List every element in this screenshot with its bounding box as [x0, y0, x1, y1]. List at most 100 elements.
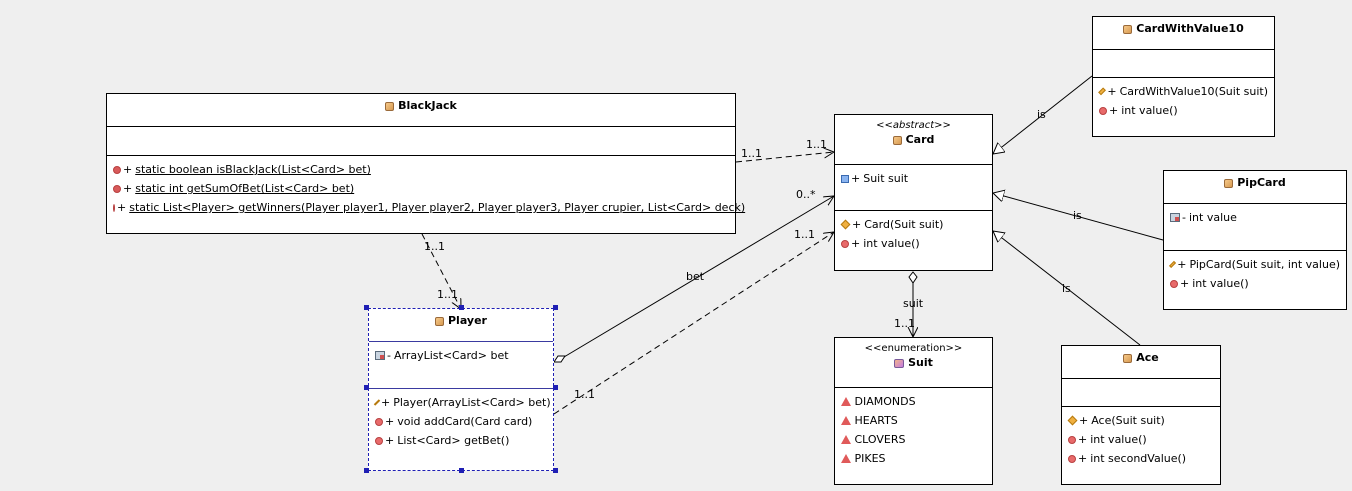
selection-handle[interactable] [364, 468, 369, 473]
enum-literal: DIAMONDS [854, 395, 916, 408]
method-signature: int secondValue() [1090, 452, 1187, 465]
enum-literal: PIKES [854, 452, 886, 465]
label-bj-card-dst: 1..1 [806, 138, 827, 151]
constructor-icon [1067, 415, 1078, 426]
aggregation-diamond [553, 355, 566, 363]
method-row[interactable]: +void addCard(Card card) [375, 412, 547, 431]
method-row[interactable]: +int value() [841, 234, 986, 253]
enum-literal-row[interactable]: CLOVERS [841, 430, 986, 449]
enum-literal-row[interactable]: HEARTS [841, 411, 986, 430]
edge-pipcard-card[interactable] [993, 193, 1164, 241]
class-player[interactable]: Player -ArrayList<Card> bet +Player(Arra… [368, 308, 554, 471]
private-field-icon [375, 351, 385, 360]
constructor-row[interactable]: +PipCard(Suit suit, int value) [1169, 255, 1340, 274]
class-cardwithvalue10[interactable]: CardWithValue10 +CardWithValue10(Suit su… [1092, 16, 1275, 137]
constructor-icon [373, 399, 381, 406]
enum-literal-row[interactable]: PIKES [841, 449, 986, 468]
constructor-signature: CardWithValue10(Suit suit) [1119, 85, 1268, 98]
constructor-row[interactable]: +Ace(Suit suit) [1067, 411, 1214, 430]
enum-literal-icon [841, 397, 851, 406]
class-ace[interactable]: Ace +Ace(Suit suit) +int value() +int se… [1061, 345, 1221, 485]
label-suit: suit [903, 297, 924, 310]
method-icon [375, 436, 383, 445]
method-icon [1170, 279, 1178, 288]
selection-handle[interactable] [553, 385, 558, 390]
method-signature: void addCard(Card card) [397, 415, 533, 428]
selection-handle[interactable] [459, 305, 464, 310]
label-bj-card-src: 1..1 [741, 147, 762, 160]
class-pipcard[interactable]: PipCard -int value +PipCard(Suit suit, i… [1163, 170, 1347, 310]
enum-literal-icon [841, 435, 851, 444]
class-name: Suit [908, 356, 933, 369]
class-icon [1224, 178, 1234, 188]
constructor-icon [840, 219, 851, 230]
edge-cardwithvalue10-card[interactable] [993, 75, 1093, 154]
edge-blackjack-player[interactable] [421, 233, 461, 309]
field-signature: ArrayList<Card> bet [393, 349, 509, 362]
label-bj-player-src: 1..1 [424, 240, 445, 253]
selection-handle[interactable] [553, 468, 558, 473]
enum-literal: CLOVERS [854, 433, 906, 446]
stereotype: <<abstract>> [876, 120, 951, 131]
method-row[interactable]: +List<Card> getBet() [375, 431, 547, 450]
enum-literal-icon [841, 416, 851, 425]
constructor-row[interactable]: +CardWithValue10(Suit suit) [1098, 82, 1268, 101]
constructor-icon [1169, 260, 1177, 269]
label-suit-mult: 1..1 [894, 317, 915, 330]
class-name: CardWithValue10 [1136, 22, 1244, 35]
method-row[interactable]: +int secondValue() [1068, 449, 1214, 468]
selection-handle[interactable] [459, 468, 464, 473]
method-signature: int value() [1192, 277, 1249, 290]
class-icon [892, 135, 902, 145]
private-field-icon [1170, 213, 1180, 222]
constructor-icon [1098, 87, 1107, 96]
edge-blackjack-card[interactable] [735, 152, 834, 163]
method-icon [375, 417, 383, 426]
enum-suit[interactable]: <<enumeration>> Suit DIAMONDS HEARTS CLO… [834, 337, 993, 485]
field-row[interactable]: +Suit suit [841, 169, 986, 188]
class-icon [385, 101, 395, 111]
method-row[interactable]: +int value() [1068, 430, 1214, 449]
stereotype: <<enumeration>> [864, 343, 963, 354]
selection-handle[interactable] [364, 385, 369, 390]
label-player-card-src: 1..1 [574, 388, 595, 401]
enum-icon [894, 358, 905, 368]
constructor-signature: PipCard(Suit suit, int value) [1189, 258, 1340, 271]
method-signature: static int getSumOfBet(List<Card> bet) [135, 182, 355, 195]
method-row[interactable]: +static boolean isBlackJack(List<Card> b… [113, 160, 729, 179]
constructor-signature: Card(Suit suit) [864, 218, 944, 231]
method-row[interactable]: +static List<Player> getWinners(Player p… [113, 198, 745, 217]
method-row[interactable]: +int value() [1099, 101, 1268, 120]
class-name: Card [905, 133, 935, 146]
label-bet: bet [686, 270, 705, 283]
class-name: Player [448, 314, 487, 327]
method-icon [1068, 454, 1076, 463]
class-icon [1123, 24, 1133, 34]
edge-ace-card[interactable] [993, 231, 1141, 346]
selection-handle[interactable] [364, 305, 369, 310]
class-name: BlackJack [398, 99, 457, 112]
method-row[interactable]: +int value() [1170, 274, 1340, 293]
edge-player-card-dependency[interactable] [553, 232, 834, 415]
constructor-row[interactable]: +Card(Suit suit) [840, 215, 986, 234]
class-card[interactable]: <<abstract>> Card +Suit suit +Card(Suit … [834, 114, 993, 271]
selection-handle[interactable] [553, 305, 558, 310]
edge-player-card-bet[interactable] [563, 196, 834, 358]
class-blackjack[interactable]: BlackJack +static boolean isBlackJack(Li… [106, 93, 745, 234]
static-method-icon [113, 203, 115, 212]
method-signature: int value() [863, 237, 920, 250]
label-is-pipcard: is [1073, 209, 1082, 222]
method-row[interactable]: +static int getSumOfBet(List<Card> bet) [113, 179, 729, 198]
label-bj-player-dst: 1..1 [437, 288, 458, 301]
enum-literal-icon [841, 454, 851, 463]
enum-literal: HEARTS [854, 414, 898, 427]
method-signature: List<Card> getBet() [397, 434, 510, 447]
field-row[interactable]: -ArrayList<Card> bet [375, 346, 547, 365]
constructor-row[interactable]: +Player(ArrayList<Card> bet) [373, 393, 551, 412]
field-row[interactable]: -int value [1170, 208, 1340, 227]
enum-literal-row[interactable]: DIAMONDS [841, 392, 986, 411]
static-method-icon [113, 184, 121, 193]
label-is-ace: is [1062, 282, 1071, 295]
method-icon [1068, 435, 1076, 444]
